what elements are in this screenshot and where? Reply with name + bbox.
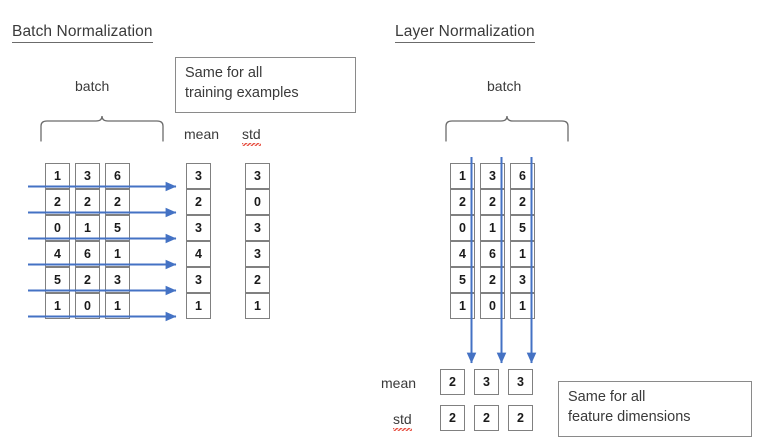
batch-norm-cell-r2-c2: 5 [105,215,130,241]
layer-norm-std-cell-2: 2 [508,405,533,431]
batch-norm-std-label: std [242,126,261,148]
batch-norm-mean-cell-2: 3 [186,215,211,241]
batch-norm-std-cell-2: 3 [245,215,270,241]
layer-norm-mean-cell-2: 3 [508,369,533,395]
batch-norm-mean-cell-4: 3 [186,267,211,293]
batch-norm-cell-r0-c0: 1 [45,163,70,189]
batch-norm-mean-cell-5: 1 [186,293,211,319]
batch-norm-cell-r4-c0: 5 [45,267,70,293]
batch-norm-batch-caption: batch [75,78,110,94]
batch-norm-cell-r1-c1: 2 [75,189,100,215]
batch-norm-cell-r5-c1: 0 [75,293,100,319]
batch-norm-std-cell-1: 0 [245,189,270,215]
batch-norm-std-cell-5: 1 [245,293,270,319]
batch-norm-std-cell-3: 3 [245,241,270,267]
layer-norm-std-label: std [393,411,412,433]
batch-norm-std-cell-4: 2 [245,267,270,293]
layer-norm-title: Layer Normalization [395,22,535,43]
batch-norm-cell-r0-c1: 3 [75,163,100,189]
batch-norm-cell-r1-c0: 2 [45,189,70,215]
layer-norm-callout: Same for all feature dimensions [558,381,752,437]
batch-norm-std-cell-0: 3 [245,163,270,189]
batch-norm-cell-r5-c2: 1 [105,293,130,319]
batch-norm-cell-r3-c0: 4 [45,241,70,267]
layer-norm-batch-caption: batch [487,78,522,94]
batch-norm-cell-r3-c2: 1 [105,241,130,267]
batch-norm-cell-r3-c1: 6 [75,241,100,267]
batch-norm-callout: Same for all training examples [175,57,356,113]
layer-norm-std-cell-0: 2 [440,405,465,431]
batch-norm-cell-r2-c1: 1 [75,215,100,241]
layer-norm-std-cell-1: 2 [474,405,499,431]
batch-norm-mean-cell-1: 2 [186,189,211,215]
batch-norm-cell-r1-c2: 2 [105,189,130,215]
batch-norm-cell-r2-c0: 0 [45,215,70,241]
batch-norm-mean-cell-3: 4 [186,241,211,267]
batch-norm-mean-label: mean [184,126,220,142]
batch-norm-cell-r4-c1: 2 [75,267,100,293]
batch-norm-title: Batch Normalization [12,22,153,43]
layer-norm-mean-cell-1: 3 [474,369,499,395]
batch-norm-cell-r0-c2: 6 [105,163,130,189]
batch-norm-mean-cell-0: 3 [186,163,211,189]
batch-norm-cell-r5-c0: 1 [45,293,70,319]
layer-norm-mean-cell-0: 2 [440,369,465,395]
batch-norm-cell-r4-c2: 3 [105,267,130,293]
layer-norm-mean-label: mean [381,375,417,391]
